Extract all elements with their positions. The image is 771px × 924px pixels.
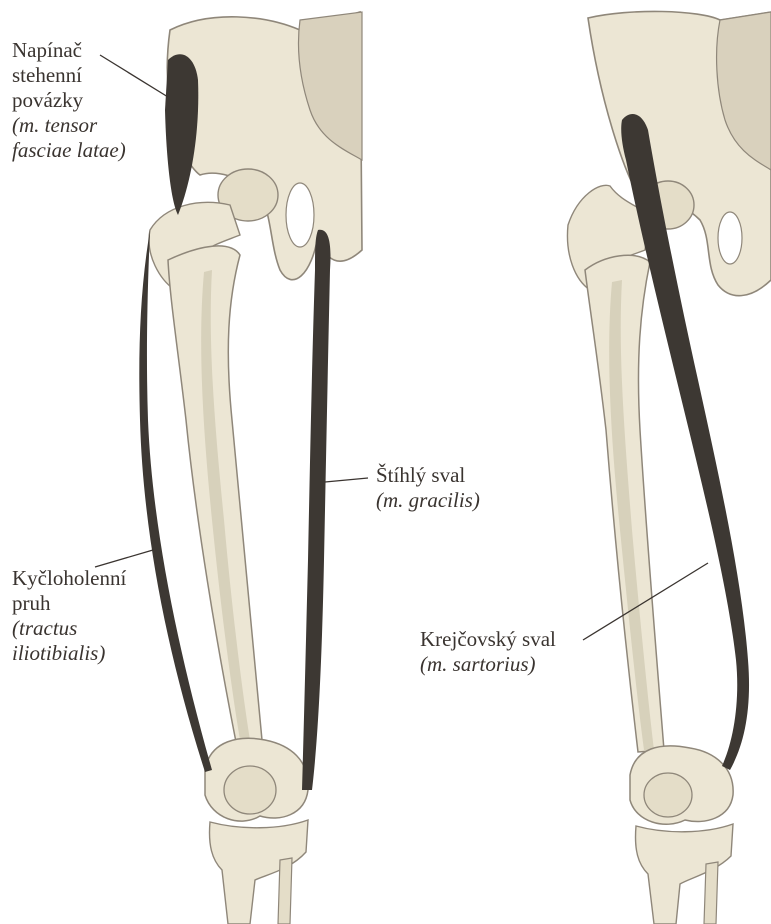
- tensor-fasciae-latae-muscle: [165, 54, 198, 215]
- label-name-line: Kyčloholenní: [12, 566, 126, 591]
- label-latin-line: (tractus: [12, 616, 126, 641]
- left-patella: [224, 766, 276, 814]
- label-name-line: povázky: [12, 88, 126, 113]
- label-latin-line: iliotibialis): [12, 641, 126, 666]
- right-patella: [644, 773, 692, 817]
- sartorius-label: Krejčovský sval (m. sartorius): [420, 627, 556, 677]
- right-fibula-top: [704, 862, 718, 924]
- label-name-line: Štíhlý sval: [376, 463, 480, 488]
- right-tibia-top: [636, 824, 734, 924]
- iliotibial-leader-line: [95, 550, 153, 567]
- left-tibia-top: [210, 820, 309, 924]
- left-thigh-view: [95, 12, 368, 924]
- gracilis-muscle: [302, 230, 331, 790]
- label-latin-line: (m. tensor: [12, 113, 126, 138]
- label-name-line: stehenní: [12, 63, 126, 88]
- label-name-line: Napínač: [12, 38, 126, 63]
- right-obturator-foramen: [718, 212, 742, 264]
- left-fibula-top: [278, 858, 292, 924]
- label-latin-line: (m. sartorius): [420, 652, 556, 677]
- label-name-line: pruh: [12, 591, 126, 616]
- gracilis-label: Štíhlý sval (m. gracilis): [376, 463, 480, 513]
- label-latin-line: fasciae latae): [12, 138, 126, 163]
- left-obturator-foramen: [286, 183, 314, 247]
- right-thigh-view: [567, 11, 771, 924]
- label-name-line: Krejčovský sval: [420, 627, 556, 652]
- gracilis-leader-line: [325, 478, 368, 482]
- tensor-fasciae-latae-label: Napínač stehenní povázky (m. tensor fasc…: [12, 38, 126, 163]
- iliotibial-tract-label: Kyčloholenní pruh (tractus iliotibialis): [12, 566, 126, 666]
- label-latin-line: (m. gracilis): [376, 488, 480, 513]
